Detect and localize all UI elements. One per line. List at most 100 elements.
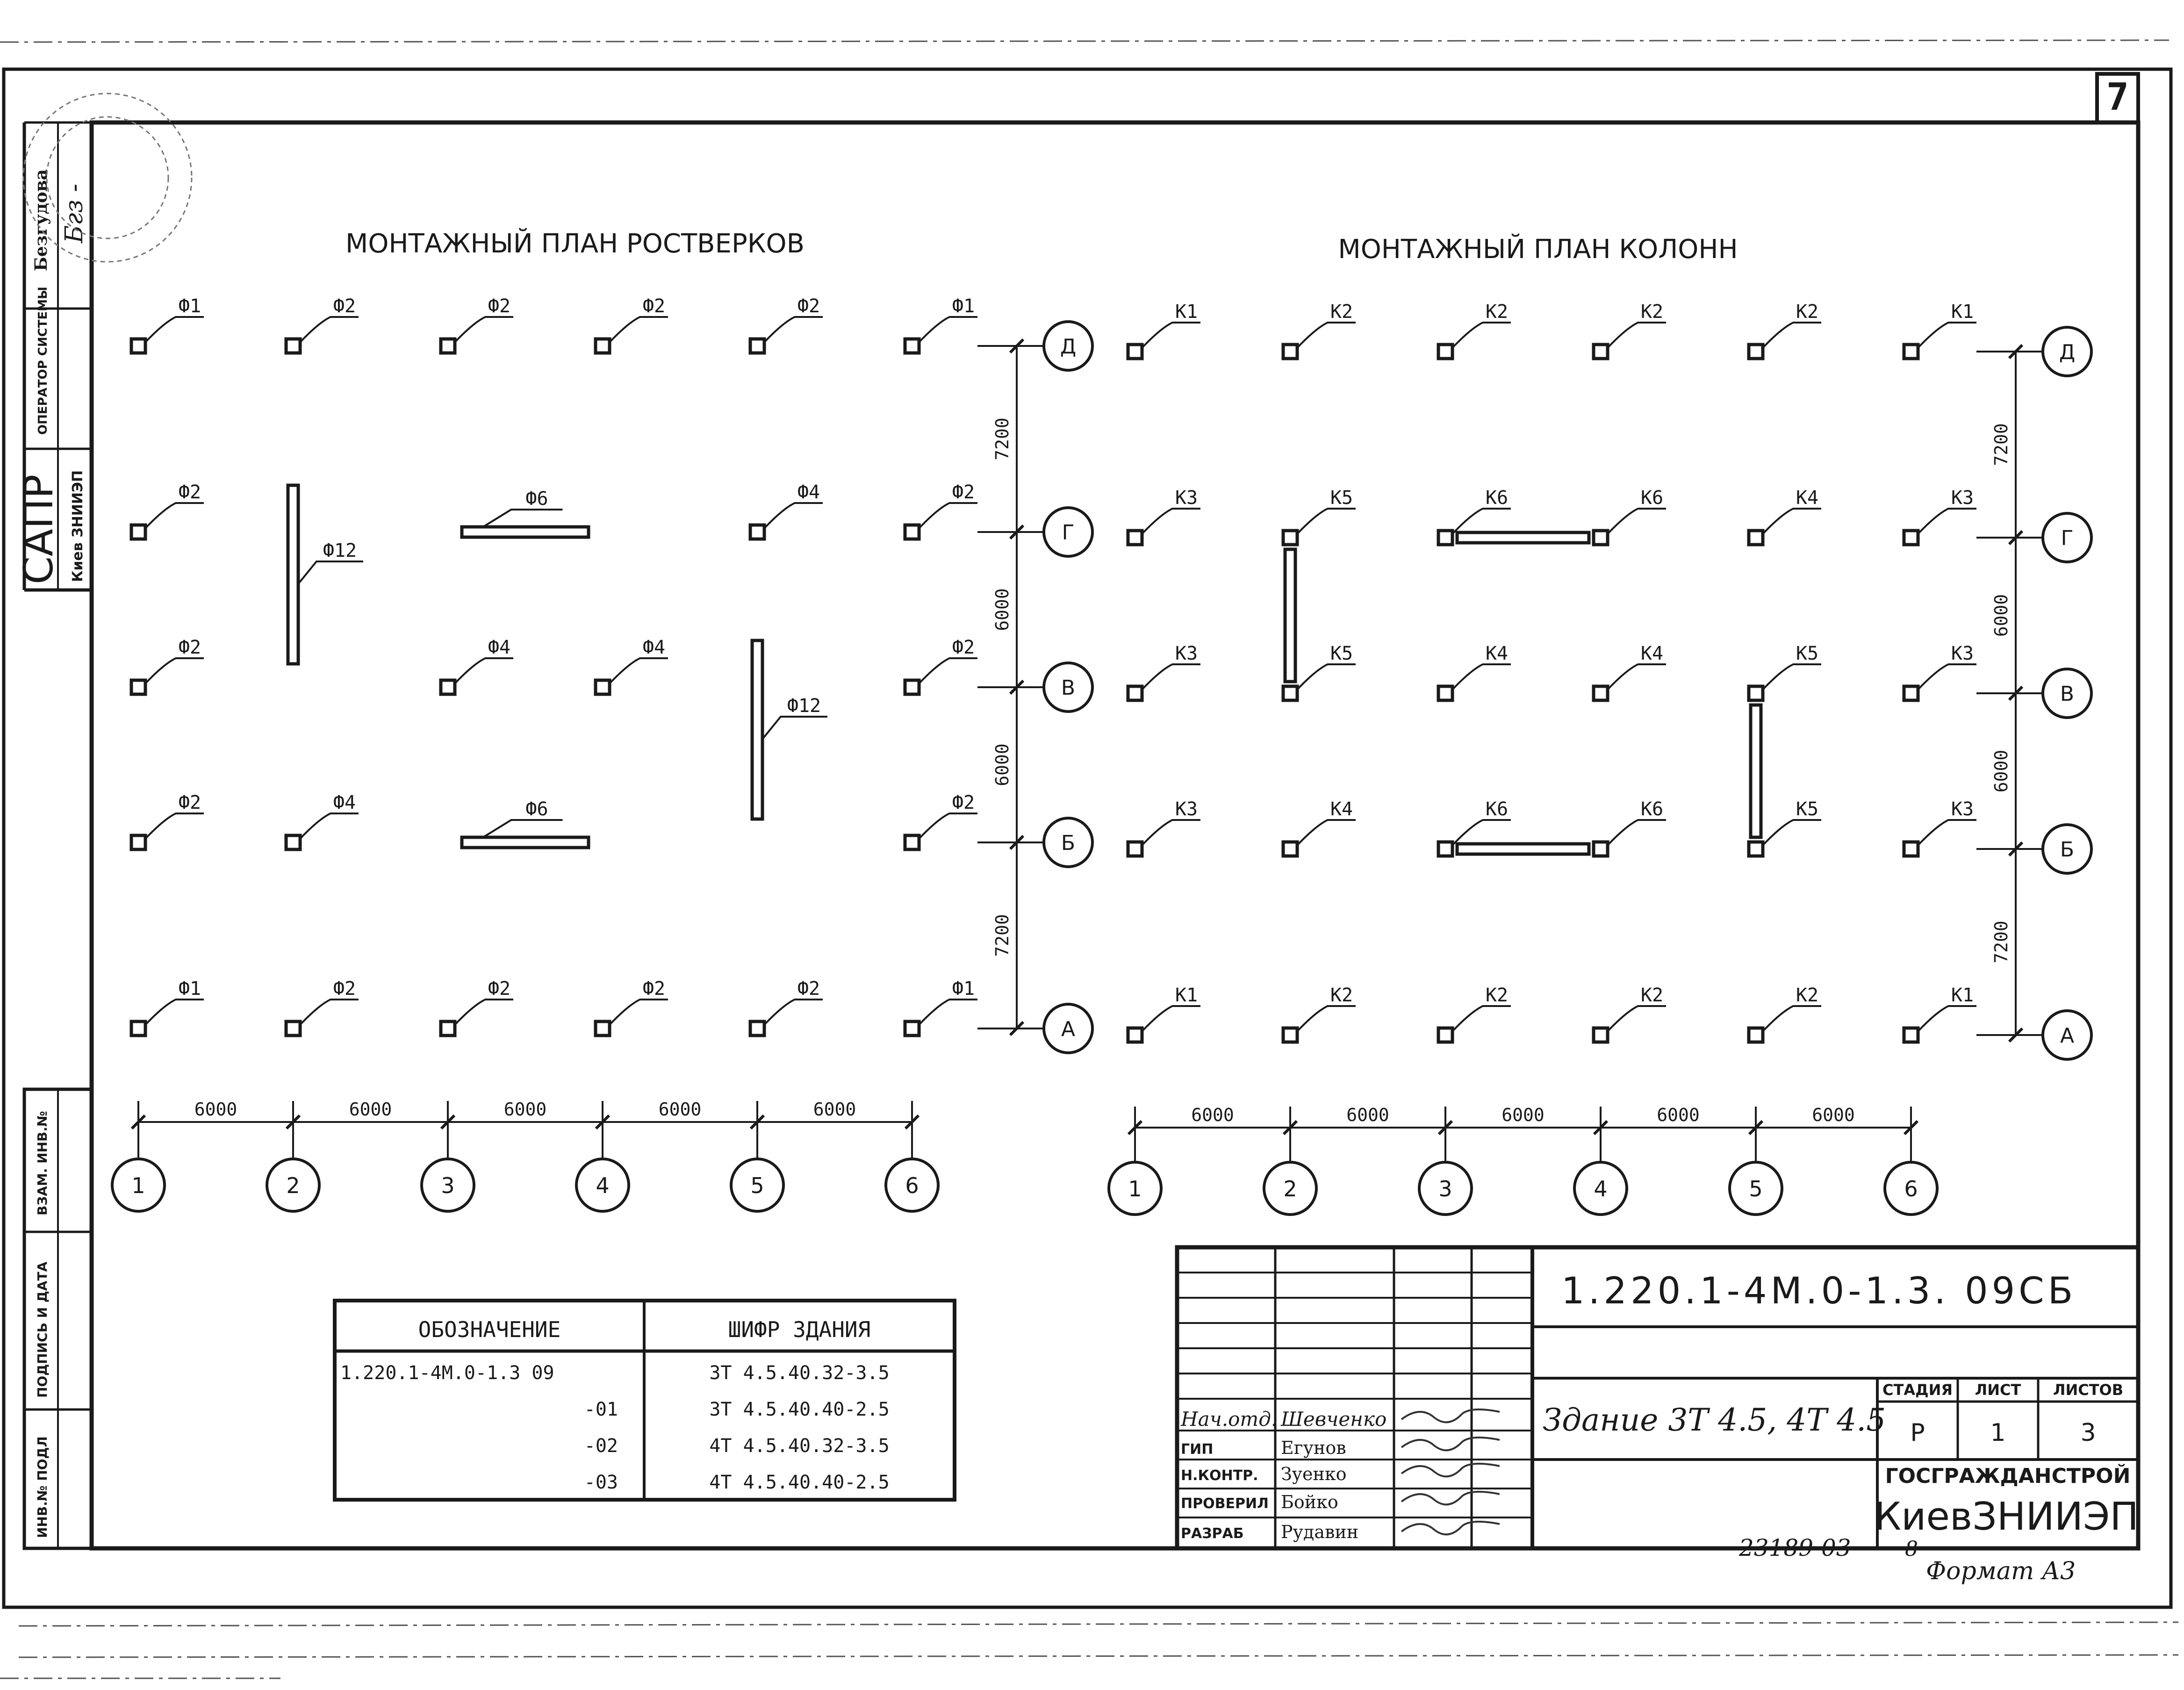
node-square — [903, 834, 921, 851]
node-label: К5 — [1796, 798, 1818, 820]
signature-role: Н.КОНТР. — [1181, 1467, 1258, 1484]
node-label: К2 — [1330, 985, 1353, 1006]
column-axis-label: 3 — [441, 1173, 454, 1198]
grid-node: К2 — [1592, 985, 1666, 1044]
org-institute: КиевЗНИИЭП — [1874, 1495, 2139, 1539]
grid-node: К6 — [1437, 487, 1511, 547]
row-spacing-label: 7200 — [1991, 423, 2012, 466]
signature-name: Зуенко — [1281, 1464, 1346, 1484]
plan-title: МОНТАЖНЫЙ ПЛАН РОСТВЕРКОВ — [345, 228, 805, 259]
row-spacing-label: 6000 — [992, 743, 1013, 786]
node-leader — [1296, 1005, 1356, 1032]
node-label: К3 — [1175, 487, 1198, 509]
column-axis: 2 — [266, 1101, 321, 1213]
node-square — [1902, 529, 1920, 547]
column-axis: 3 — [420, 1101, 475, 1213]
node-label: К2 — [1486, 301, 1508, 323]
node-label: Ф2 — [952, 637, 975, 658]
row-axis-marker — [1042, 1003, 1094, 1054]
node-square — [1437, 840, 1454, 858]
node-label: Ф2 — [488, 978, 510, 1000]
grid-node: К3 — [1902, 798, 1976, 858]
grid-node: К2 — [1592, 301, 1666, 360]
column-spacing-label: 6000 — [1657, 1105, 1700, 1125]
grid-node: К5 — [1747, 798, 1821, 858]
column-spacing-label: 6000 — [504, 1099, 547, 1120]
grid-node: Ф2 — [129, 792, 204, 851]
row-axis-label: Д — [1060, 335, 1076, 359]
column-axis-marker — [884, 1158, 940, 1213]
node-label: К3 — [1951, 487, 1974, 509]
node-leader — [1141, 322, 1200, 349]
grid-node: Ф2 — [439, 295, 513, 355]
node-leader — [1762, 1005, 1821, 1032]
node-square — [1126, 1026, 1144, 1044]
grid-node: К2 — [1747, 985, 1821, 1044]
row-axis-marker — [2041, 512, 2093, 563]
grid-node: К2 — [1281, 985, 1356, 1044]
tie-beam: Ф6 — [460, 798, 590, 849]
row-spacing-label: 6000 — [1991, 750, 2012, 793]
column-axis-label: 4 — [1594, 1176, 1607, 1201]
beam-shape — [286, 483, 300, 666]
cipher-cell: 3Т 4.5.40.32-3.5 — [709, 1362, 889, 1384]
grid-node: Ф2 — [439, 978, 513, 1037]
row-axis-marker — [2041, 1009, 2093, 1061]
node-label: Ф2 — [179, 792, 201, 813]
signature-role: РАЗРАБ — [1181, 1525, 1244, 1542]
node-square — [1281, 343, 1299, 360]
node-leader — [763, 502, 823, 529]
node-square — [1592, 684, 1609, 702]
sapr-org: Киев ЗНИИЭП — [70, 470, 86, 582]
grid-node: Ф1 — [129, 978, 204, 1037]
grid-node: Ф2 — [594, 295, 668, 355]
node-label: К5 — [1796, 643, 1818, 664]
column-axis-label: 5 — [1749, 1176, 1762, 1201]
node-square — [284, 834, 302, 851]
node-label: Ф2 — [488, 295, 510, 317]
node-leader — [1607, 322, 1666, 349]
cipher-cell: 4Т 4.5.40.40-2.5 — [709, 1472, 889, 1493]
handwritten-signature — [1401, 1462, 1500, 1478]
column-spacing-label: 6000 — [659, 1099, 702, 1120]
row-axis-marker — [2041, 326, 2093, 377]
row-spacing-label: 7200 — [1991, 921, 2012, 964]
node-label: К1 — [1951, 985, 1974, 1006]
node-label: Ф1 — [179, 978, 201, 1000]
designation-cell: 1.220.1-4М.0-1.3 09 — [340, 1362, 554, 1384]
node-leader — [144, 813, 204, 840]
node-square — [1747, 1026, 1765, 1044]
node-square — [129, 834, 147, 851]
column-axis: 2 — [1263, 1107, 1318, 1216]
node-leader — [299, 316, 359, 343]
row-axis-label: В — [2060, 682, 2074, 706]
node-leader — [299, 999, 359, 1026]
sapr-label: САПР — [15, 475, 62, 584]
node-square — [903, 1020, 921, 1037]
column-axis: 6 — [1883, 1107, 1939, 1216]
node-label: Ф2 — [797, 978, 820, 1000]
row-axis-marker — [2041, 823, 2093, 875]
beam-label: Ф6 — [525, 798, 548, 820]
tie-beam — [1455, 531, 1591, 545]
column-axis-label: 2 — [1283, 1176, 1297, 1201]
node-label: К4 — [1641, 643, 1663, 664]
node-leader — [1607, 1005, 1666, 1032]
node-square — [1747, 343, 1765, 360]
node-label: К2 — [1641, 985, 1663, 1006]
column-axis-marker — [266, 1158, 321, 1213]
node-label: К5 — [1330, 643, 1353, 664]
grid-node: Ф2 — [903, 482, 977, 541]
node-square — [594, 678, 611, 696]
plan-title: МОНТАЖНЫЙ ПЛАН КОЛОНН — [1338, 234, 1738, 265]
column-spacing-label: 6000 — [1812, 1105, 1855, 1125]
node-label: К6 — [1486, 798, 1508, 820]
row-axis: Г — [977, 506, 1094, 558]
node-leader — [299, 813, 359, 840]
node-square — [1126, 343, 1144, 360]
node-label: К2 — [1796, 985, 1818, 1006]
row-axis: Б — [977, 817, 1094, 868]
